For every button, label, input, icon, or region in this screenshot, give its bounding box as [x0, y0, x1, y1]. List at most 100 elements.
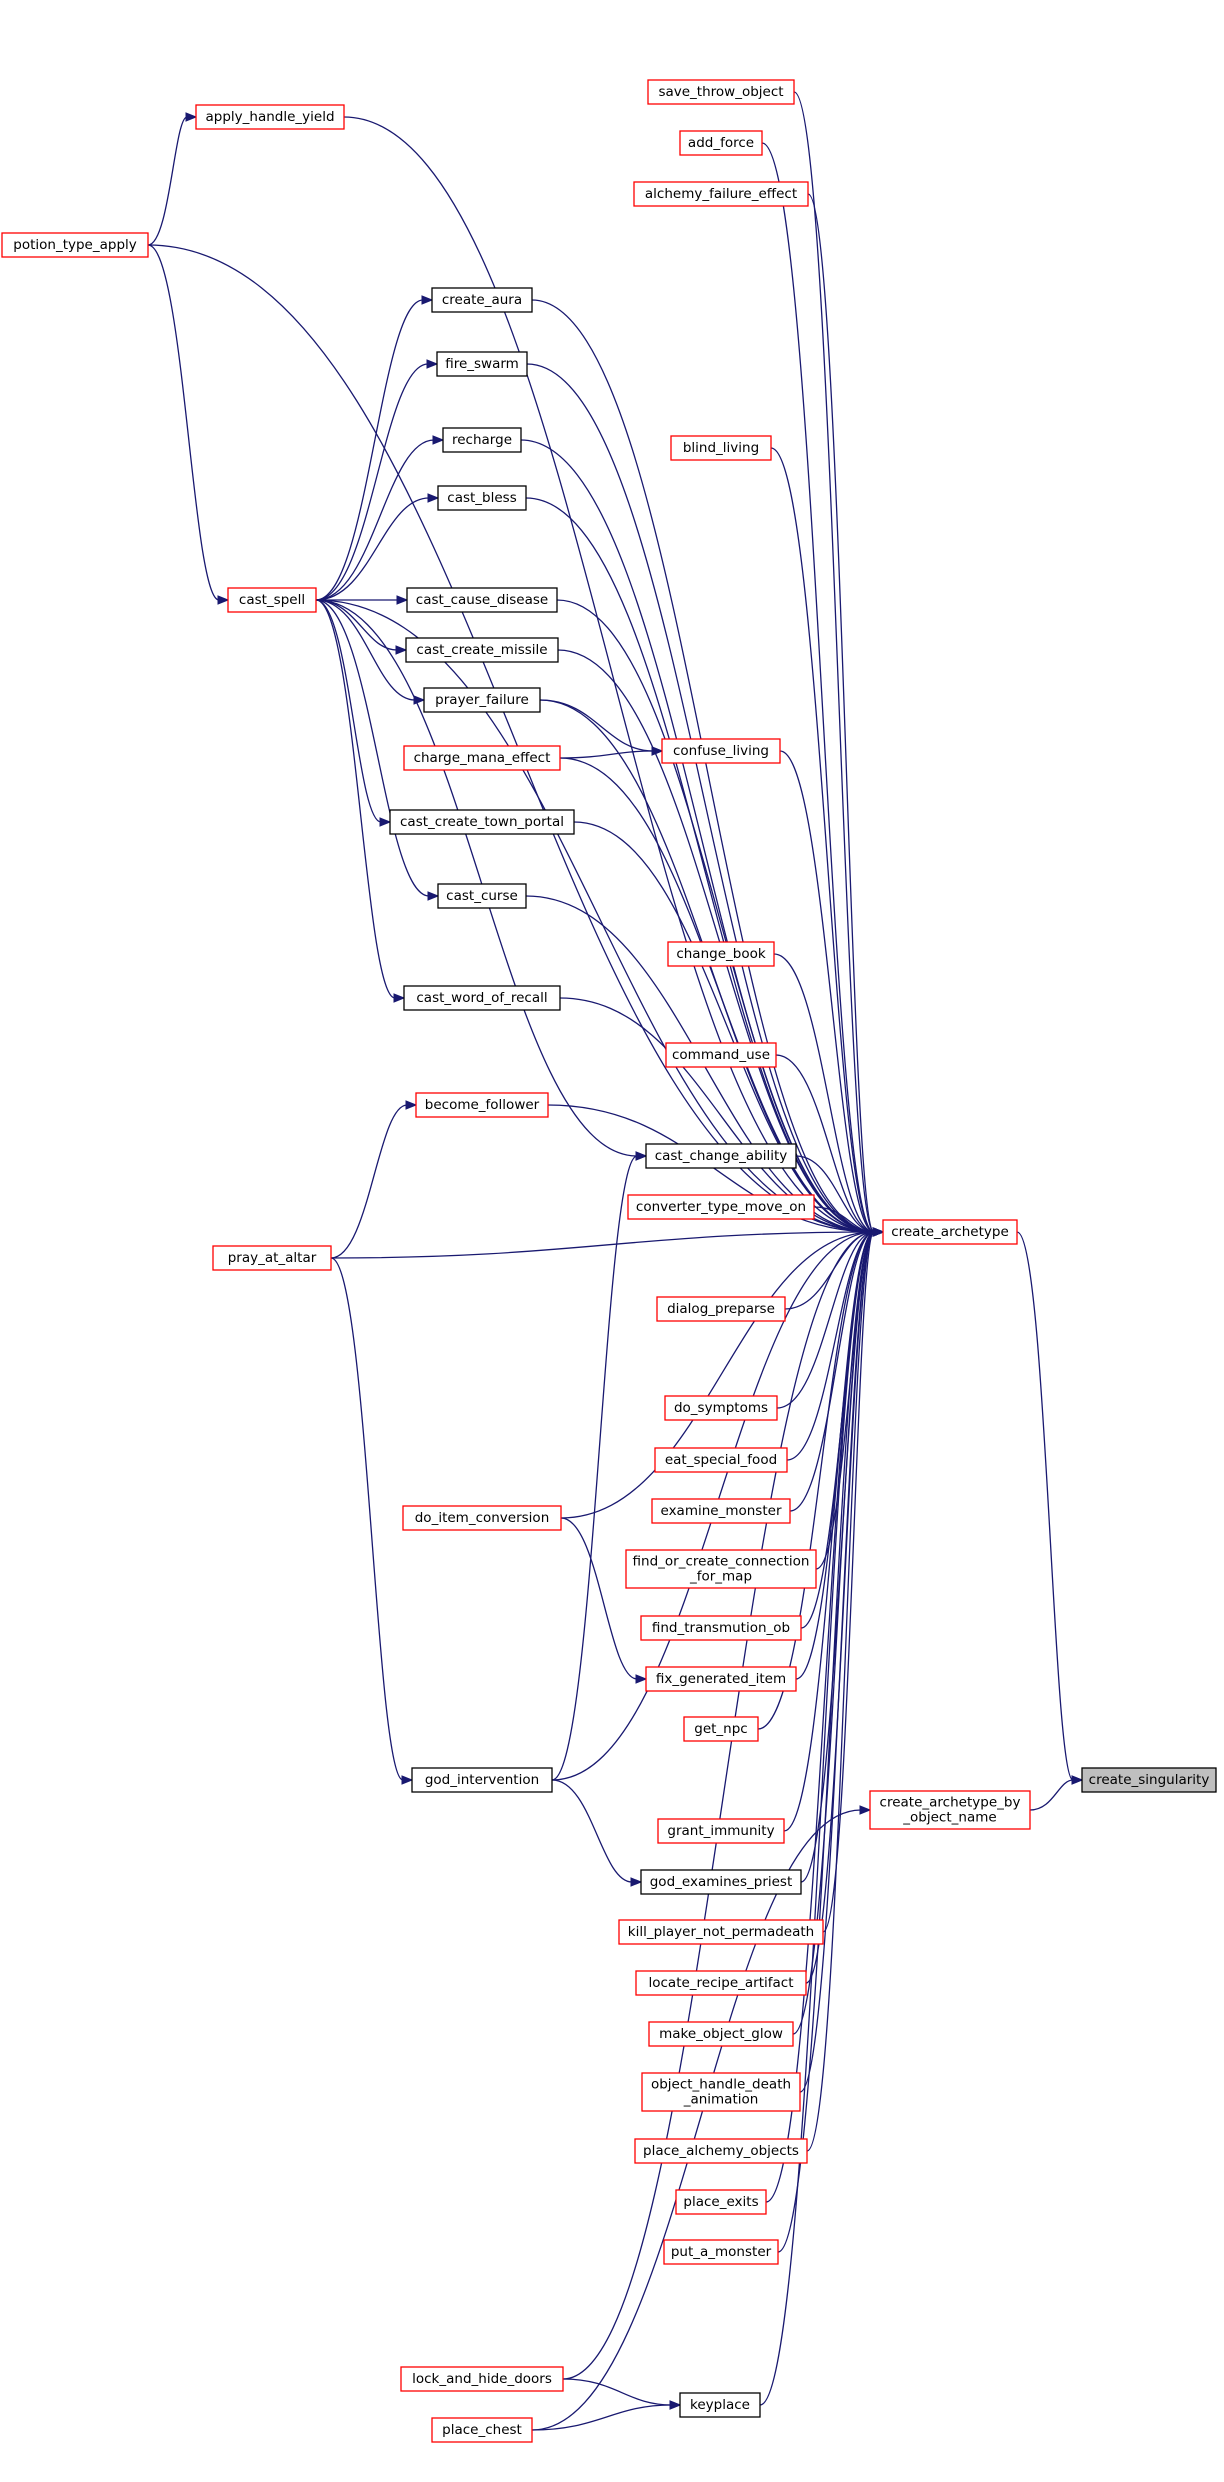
edge-arrowhead-cast_spell-to-recharge	[432, 435, 445, 445]
edge-arrowhead-pray_at_altar-to-god_intervention	[401, 1775, 414, 1785]
edge-confuse_living-to-create_archetype	[779, 750, 875, 1233]
edge-alchemy_failure_effect-to-create_archetype	[807, 193, 875, 1233]
node-box-grant_immunity	[657, 1818, 785, 1844]
node-cast_spell[interactable]: cast_spell	[227, 587, 317, 613]
node-box-place_alchemy_objects	[634, 2138, 808, 2164]
node-dialog_preparse[interactable]: dialog_preparse	[656, 1296, 786, 1322]
edge-charge_mana_effect-to-create_archetype	[559, 757, 875, 1233]
node-object_handle_death_animation[interactable]: object_handle_death_animation	[641, 2072, 801, 2112]
edge-kill_player_not_permadeath-to-create_archetype	[822, 1231, 875, 1933]
node-box-lock_and_hide_doors	[400, 2366, 564, 2392]
edge-cast_create_missile-to-create_archetype	[557, 649, 875, 1233]
node-box-dialog_preparse	[656, 1296, 786, 1322]
node-pray_at_altar[interactable]: pray_at_altar	[212, 1245, 332, 1271]
node-label-cast_create_town_portal: cast_create_town_portal	[400, 814, 564, 830]
node-find_transmution_ob[interactable]: find_transmution_ob	[640, 1615, 802, 1641]
node-box-alchemy_failure_effect	[633, 181, 809, 207]
node-converter_type_move_on[interactable]: converter_type_move_on	[627, 1194, 815, 1220]
node-label-fix_generated_item: fix_generated_item	[656, 1671, 786, 1687]
node-command_use[interactable]: command_use	[665, 1042, 777, 1068]
node-eat_special_food[interactable]: eat_special_food	[654, 1447, 788, 1473]
node-kill_player_not_permadeath[interactable]: kill_player_not_permadeath	[618, 1919, 824, 1945]
node-label-object_handle_death_animation: object_handle_death	[651, 2077, 791, 2093]
edge-command_use-to-create_archetype	[775, 1054, 875, 1233]
node-become_follower[interactable]: become_follower	[415, 1092, 549, 1118]
node-make_object_glow[interactable]: make_object_glow	[648, 2021, 794, 2047]
node-box-become_follower	[415, 1092, 549, 1118]
node-box-create_singularity	[1081, 1767, 1217, 1793]
node-box-do_symptoms	[664, 1395, 778, 1421]
node-charge_mana_effect[interactable]: charge_mana_effect	[403, 745, 561, 771]
edge-potion_type_apply-to-cast_spell	[147, 244, 220, 601]
node-box-create_archetype	[882, 1219, 1018, 1245]
edge-fire_swarm-to-create_archetype	[526, 363, 875, 1233]
node-locate_recipe_artifact[interactable]: locate_recipe_artifact	[635, 1970, 807, 1996]
node-do_item_conversion[interactable]: do_item_conversion	[402, 1505, 562, 1531]
edge-make_object_glow-to-create_archetype	[792, 1231, 875, 2035]
node-box-fix_generated_item	[645, 1666, 797, 1692]
node-cast_word_of_recall: cast_word_of_recall	[403, 985, 561, 1011]
node-potion_type_apply[interactable]: potion_type_apply	[1, 232, 149, 258]
node-label-cast_create_missile: cast_create_missile	[416, 642, 547, 658]
node-keyplace: keyplace	[679, 2392, 761, 2418]
node-alchemy_failure_effect[interactable]: alchemy_failure_effect	[633, 181, 809, 207]
edge-pray_at_altar-to-create_archetype	[330, 1231, 875, 1259]
node-label-create_archetype: create_archetype	[891, 1224, 1009, 1240]
node-add_force[interactable]: add_force	[679, 130, 763, 156]
node-change_book[interactable]: change_book	[667, 941, 775, 967]
edge-converter_type_move_on-to-create_archetype	[813, 1206, 875, 1233]
node-box-keyplace	[679, 2392, 761, 2418]
node-put_a_monster[interactable]: put_a_monster	[663, 2239, 779, 2265]
node-label-god_intervention: god_intervention	[425, 1772, 539, 1788]
edge-arrowhead-potion_type_apply-to-cast_spell	[217, 595, 230, 605]
node-label-potion_type_apply: potion_type_apply	[13, 237, 137, 253]
node-label-alchemy_failure_effect: alchemy_failure_effect	[645, 186, 797, 202]
node-examine_monster[interactable]: examine_monster	[651, 1498, 791, 1524]
edge-keyplace-to-create_archetype	[759, 1231, 875, 2406]
edge-cast_spell-to-cast_change_ability	[315, 599, 638, 1157]
node-create_singularity: create_singularity	[1081, 1767, 1217, 1793]
node-blind_living[interactable]: blind_living	[670, 435, 772, 461]
edge-arrowhead-cast_spell-to-create_aura	[421, 295, 434, 305]
node-box-eat_special_food	[654, 1447, 788, 1473]
node-place_chest[interactable]: place_chest	[431, 2417, 533, 2443]
node-label-object_handle_death_animation: _animation	[683, 2092, 759, 2108]
node-box-make_object_glow	[648, 2021, 794, 2047]
node-find_or_create_connection_for_map[interactable]: find_or_create_connection_for_map	[625, 1549, 817, 1589]
node-cast_create_missile: cast_create_missile	[405, 637, 559, 663]
node-place_exits[interactable]: place_exits	[675, 2189, 767, 2215]
edge-pray_at_altar-to-god_intervention	[330, 1257, 404, 1781]
node-box-save_throw_object	[647, 79, 795, 105]
node-create_archetype_by_object_name[interactable]: create_archetype_by_object_name	[869, 1790, 1031, 1830]
edge-create_archetype_by_object_name-to-create_singularity	[1029, 1779, 1074, 1811]
node-box-god_intervention	[411, 1767, 553, 1793]
node-create_aura: create_aura	[431, 287, 533, 313]
node-grant_immunity[interactable]: grant_immunity	[657, 1818, 785, 1844]
node-lock_and_hide_doors[interactable]: lock_and_hide_doors	[400, 2366, 564, 2392]
node-place_alchemy_objects[interactable]: place_alchemy_objects	[634, 2138, 808, 2164]
node-save_throw_object[interactable]: save_throw_object	[647, 79, 795, 105]
node-confuse_living[interactable]: confuse_living	[661, 738, 781, 764]
edge-place_chest-to-keyplace	[531, 2404, 672, 2431]
node-box-recharge	[442, 427, 522, 453]
node-box-object_handle_death_animation	[641, 2072, 801, 2112]
node-fix_generated_item[interactable]: fix_generated_item	[645, 1666, 797, 1692]
edge-get_npc-to-create_archetype	[757, 1231, 875, 1730]
node-box-cast_change_ability	[645, 1143, 797, 1169]
node-box-cast_create_town_portal	[389, 809, 575, 835]
edge-arrowhead-do_item_conversion-to-fix_generated_item	[635, 1674, 648, 1684]
node-get_npc[interactable]: get_npc	[683, 1716, 759, 1742]
node-apply_handle_yield[interactable]: apply_handle_yield	[195, 104, 345, 130]
node-create_archetype[interactable]: create_archetype	[882, 1219, 1018, 1245]
edge-pray_at_altar-to-become_follower	[330, 1104, 408, 1259]
node-box-pray_at_altar	[212, 1245, 332, 1271]
edge-arrowhead-god_intervention-to-god_examines_priest	[630, 1877, 643, 1887]
edge-cast_spell-to-recharge	[315, 439, 435, 601]
edge-cast_spell-to-cast_bless	[315, 497, 430, 601]
node-box-cast_curse	[437, 883, 527, 909]
node-label-god_examines_priest: god_examines_priest	[650, 1874, 793, 1890]
node-label-charge_mana_effect: charge_mana_effect	[414, 750, 551, 766]
edge-create_aura-to-create_archetype	[531, 299, 875, 1233]
node-do_symptoms[interactable]: do_symptoms	[664, 1395, 778, 1421]
node-box-god_examines_priest	[640, 1869, 802, 1895]
